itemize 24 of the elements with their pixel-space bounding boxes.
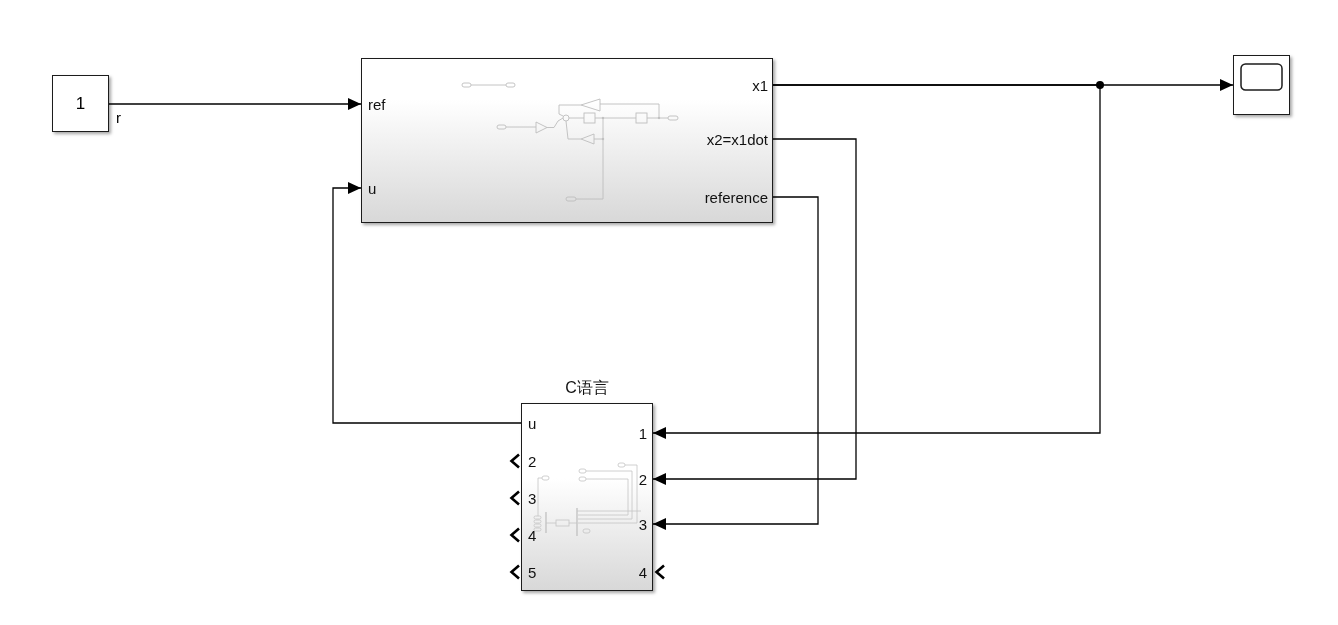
signal-arrow xyxy=(652,138,857,485)
port-label: 2 xyxy=(528,453,537,471)
signal-arrow xyxy=(652,196,819,530)
signal-arrow xyxy=(108,98,362,110)
port-label: 1 xyxy=(638,425,647,443)
port-label: 2 xyxy=(638,471,647,489)
port-label: ref xyxy=(368,96,386,114)
scope-block xyxy=(1233,55,1290,115)
port-label: 5 xyxy=(528,564,537,582)
port-label: u xyxy=(528,415,537,433)
constant-value: 1 xyxy=(75,93,86,114)
signal-arrow xyxy=(332,182,522,424)
subsystem-block xyxy=(361,58,773,223)
port-label: 3 xyxy=(528,490,537,508)
port-label: reference xyxy=(704,189,768,207)
port-label: x1 xyxy=(752,77,768,95)
port-label: x2=x1dot xyxy=(706,131,768,149)
port-label: u xyxy=(368,180,377,198)
constant-block xyxy=(52,75,109,132)
port-label: 4 xyxy=(528,527,537,545)
port-label: 3 xyxy=(638,516,647,534)
block-title: C语言 xyxy=(565,378,609,398)
port-label: 4 xyxy=(638,564,647,582)
signal-arrow xyxy=(652,84,1101,439)
